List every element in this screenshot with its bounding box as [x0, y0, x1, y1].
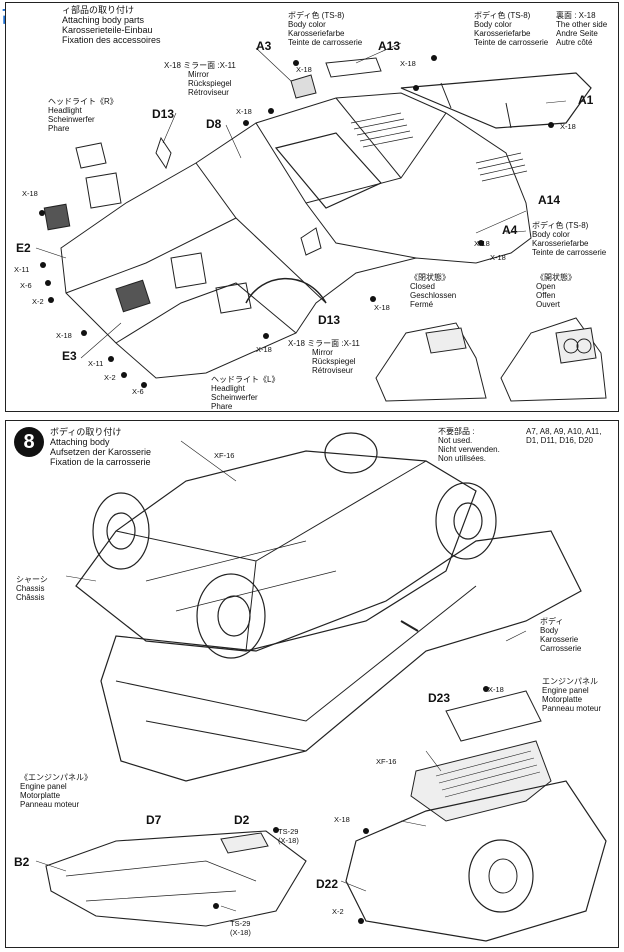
paint-code: X-18: [22, 189, 38, 198]
paint-code: X-2: [32, 297, 44, 306]
part-label-d23: D23: [428, 691, 451, 705]
paint-code: X-2: [104, 373, 116, 382]
body-parts-diagram: [35, 42, 607, 402]
part-label-d13-bottom: D13: [318, 313, 341, 327]
paint-code: X-18: [560, 122, 576, 131]
paint-code: (X-18): [230, 928, 251, 937]
paint-code: XF-16: [376, 757, 397, 766]
paint-code: X-18: [490, 253, 506, 262]
step-number: 8: [14, 427, 44, 457]
paint-code: X-18: [296, 65, 312, 74]
paint-code: XF-16: [214, 451, 235, 460]
part-label-b2: B2: [14, 855, 30, 869]
paint-code: (X-18): [278, 836, 299, 845]
part-label-d2: D2: [234, 813, 250, 827]
paint-code: TS-29: [230, 919, 251, 928]
paint-code: X-11: [88, 359, 104, 368]
paint-code: X-18: [374, 303, 390, 312]
part-label-e3: E3: [62, 349, 77, 363]
part-label-a1: A1: [578, 93, 594, 107]
not-used-note: 不要部品 :Not used. Nicht verwenden.Non util…: [438, 427, 500, 463]
paint-code: TS-29: [278, 827, 299, 836]
part-label-a3: A3: [256, 39, 272, 53]
part-label-a13: A13: [378, 39, 401, 53]
not-used-parts: A7, A8, A9, A10, A11,D1, D11, D16, D20: [526, 427, 602, 445]
part-label-d22: D22: [316, 877, 339, 891]
paint-code: X-18: [256, 345, 272, 354]
paint-code: X-18: [474, 239, 490, 248]
paint-code: X-18: [236, 107, 252, 116]
paint-code: X-18: [56, 331, 72, 340]
part-label-d13-top: D13: [152, 107, 175, 121]
part-label-d7: D7: [146, 813, 162, 827]
paint-code: X-18: [400, 59, 416, 68]
part-label-d8: D8: [206, 117, 222, 131]
part-label-e2: E2: [16, 241, 31, 255]
body-attach-diagram: [35, 432, 607, 942]
part-label-a14: A14: [538, 193, 561, 207]
paint-code: X-18: [334, 815, 350, 824]
paint-code: X-11: [14, 265, 30, 274]
part-label-a4: A4: [502, 223, 518, 237]
paint-code: X-18: [488, 685, 504, 694]
paint-code: X-2: [332, 907, 344, 916]
paint-code: X-6: [20, 281, 32, 290]
paint-code: X-6: [132, 387, 144, 396]
